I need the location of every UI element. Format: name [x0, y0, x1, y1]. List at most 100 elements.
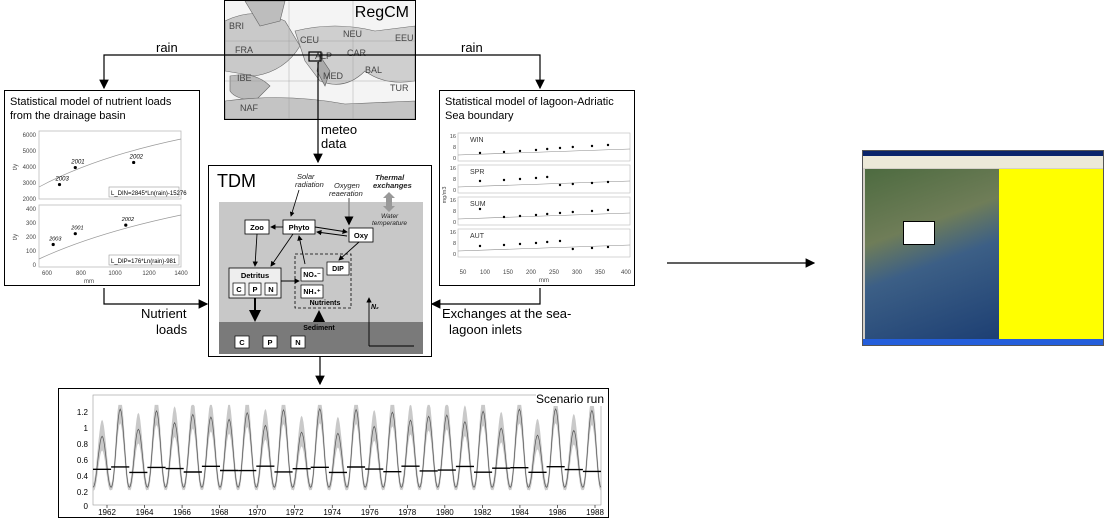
sediment-n: N [295, 338, 300, 347]
dip-equation: L_DIP=176*Ln(rain)-981 [111, 259, 177, 265]
x-tick-label: 800 [76, 271, 87, 277]
taskbar [863, 339, 1103, 345]
oxy-box: Oxy [354, 231, 369, 240]
x-tick-label: 1964 [136, 508, 154, 517]
data-point [534, 241, 538, 245]
region-label: CAR [347, 48, 367, 58]
x-tick-label: 1000 [108, 271, 122, 277]
data-point [502, 243, 506, 247]
no3-box: NO₃⁻ [303, 272, 321, 279]
y-tick-label: 5000 [23, 149, 37, 155]
regcm-title: RegCM [354, 4, 409, 22]
detritus-box: Detritus [241, 271, 269, 280]
data-point [571, 145, 574, 149]
data-point [606, 143, 610, 147]
sediment-label: Sediment [303, 325, 335, 332]
y-tick-label: 1 [84, 424, 89, 433]
data-point [518, 177, 522, 181]
data-point [502, 215, 506, 219]
radiation-label: radiation [295, 180, 324, 189]
data-point [590, 209, 594, 213]
data-point [478, 151, 482, 155]
thermal-label: Thermal [375, 173, 405, 182]
window-titlebar [863, 151, 1103, 156]
y-tick-label: 0.6 [77, 456, 89, 465]
y-tick-label: 0 [453, 220, 456, 226]
water-label: Water [381, 213, 399, 220]
tdm-panel: TDM Solar radiation Oxygen reaeration Th… [208, 165, 432, 357]
x-tick-label: 250 [549, 270, 560, 276]
region-label: ALP [315, 51, 332, 61]
region-label: EEU [395, 33, 414, 43]
nutrients-label: Nutrients [310, 300, 341, 307]
data-point [534, 176, 538, 180]
data-point [558, 239, 562, 243]
point-label: 2003 [55, 177, 70, 183]
x-tick-label: 1980 [436, 508, 454, 517]
y-tick-label: 16 [450, 166, 456, 172]
x-tick-label: 1972 [286, 508, 304, 517]
window-menubar [863, 156, 1103, 168]
data-point [73, 165, 77, 170]
data-point [606, 245, 610, 249]
season-label: SUM [470, 201, 486, 208]
region-label: MED [323, 71, 344, 81]
x-tick-label: 300 [572, 270, 583, 276]
y-tick-label: 100 [26, 249, 37, 255]
solar-label: Solar [297, 172, 315, 181]
point-label: 2002 [129, 154, 144, 160]
detritus-p: P [252, 285, 257, 294]
x-tick-label: 1978 [398, 508, 416, 517]
data-point [73, 232, 77, 236]
y-tick-label: 400 [26, 207, 37, 213]
nutrient-model-title: from the drainage basin [10, 110, 126, 122]
x-tick-label: 350 [595, 270, 606, 276]
x-tick-label: 1982 [473, 508, 491, 517]
y-tick-label: 1.2 [77, 408, 89, 417]
exchanges-label-tdm: exchanges [373, 181, 412, 190]
x-axis-label: mm [84, 279, 94, 285]
season-frame [457, 196, 631, 226]
data-point [571, 182, 574, 186]
exchanges-label: lagoon inlets [449, 322, 522, 337]
oxygen-label: Oxygen [334, 181, 360, 190]
tdm-title: TDM [217, 171, 256, 191]
data-point [502, 178, 506, 182]
trend-line [457, 212, 631, 220]
x-tick-label: 600 [42, 271, 53, 277]
nutrient-model-panel: Statistical model of nutrient loads from… [4, 90, 200, 286]
point-label: 2003 [48, 237, 62, 243]
y-tick-label: 16 [450, 230, 456, 236]
x-axis-label: mm [539, 278, 549, 284]
y-tick-label: 200 [26, 235, 37, 241]
data-point [558, 211, 562, 215]
sediment-p: P [267, 338, 272, 347]
y-axis-label: t/y [13, 234, 19, 240]
boundary-model-title: Sea boundary [445, 110, 514, 122]
region-label: BRI [229, 21, 244, 31]
data-point [518, 242, 522, 246]
y-tick-label: 300 [26, 221, 37, 227]
boundary-model-panel: Statistical model of lagoon-Adriatic Sea… [439, 90, 635, 286]
data-point [571, 247, 574, 251]
phyto-box: Phyto [289, 223, 310, 232]
x-tick-label: 1968 [211, 508, 229, 517]
region-label: NEU [343, 29, 362, 39]
x-tick-label: 1988 [586, 508, 604, 517]
nutrient-loads-label: loads [156, 322, 188, 337]
reaeration-label: reaeration [329, 189, 363, 198]
data-point [590, 181, 594, 185]
map-inset [903, 221, 935, 245]
detritus-c: C [236, 285, 242, 294]
din-equation: L_DIN=2845*Ln(rain)-15276 [111, 191, 187, 197]
x-tick-label: 200 [526, 270, 537, 276]
data-point [478, 244, 482, 248]
x-tick-label: 150 [503, 270, 514, 276]
y-tick-label: 2000 [23, 197, 37, 203]
sediment-c: C [239, 338, 245, 347]
rain-label-right: rain [461, 40, 483, 55]
meteo-label: meteo [321, 122, 358, 137]
point-label: 2001 [70, 160, 84, 166]
trend-line [457, 244, 631, 252]
